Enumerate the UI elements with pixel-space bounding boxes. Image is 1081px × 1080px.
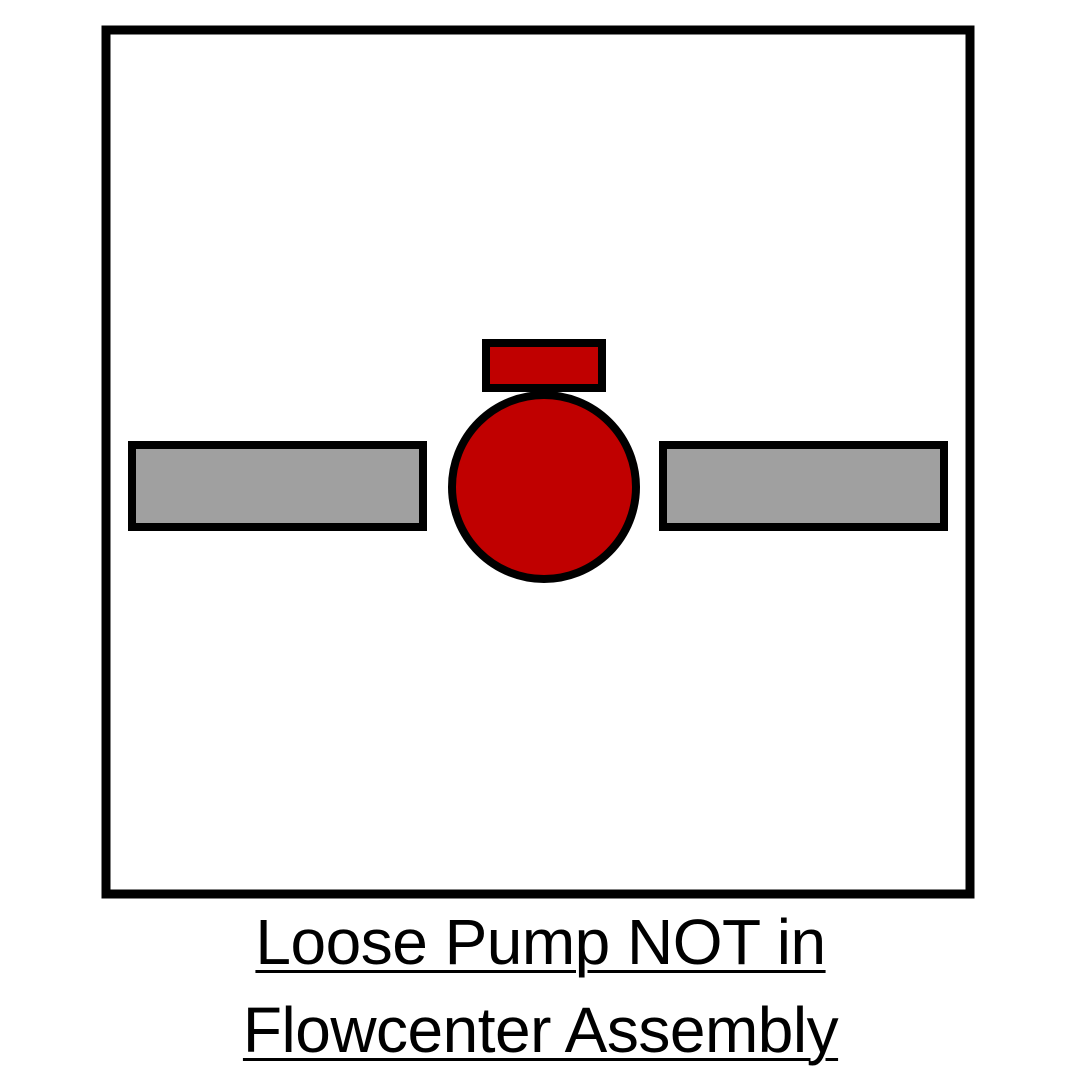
caption-line-1: Loose Pump NOT in [0,898,1081,986]
left-pipe [128,441,427,531]
loose-pump-diagram [101,25,975,899]
pump-body [448,391,640,583]
diagram-caption: Loose Pump NOT in Flowcenter Assembly [0,898,1081,1074]
caption-text-1: Loose Pump NOT in [255,906,826,978]
caption-text-2: Flowcenter Assembly [242,994,839,1066]
caption-line-2: Flowcenter Assembly [0,986,1081,1074]
pump-motor [482,339,606,392]
right-pipe [659,441,948,531]
